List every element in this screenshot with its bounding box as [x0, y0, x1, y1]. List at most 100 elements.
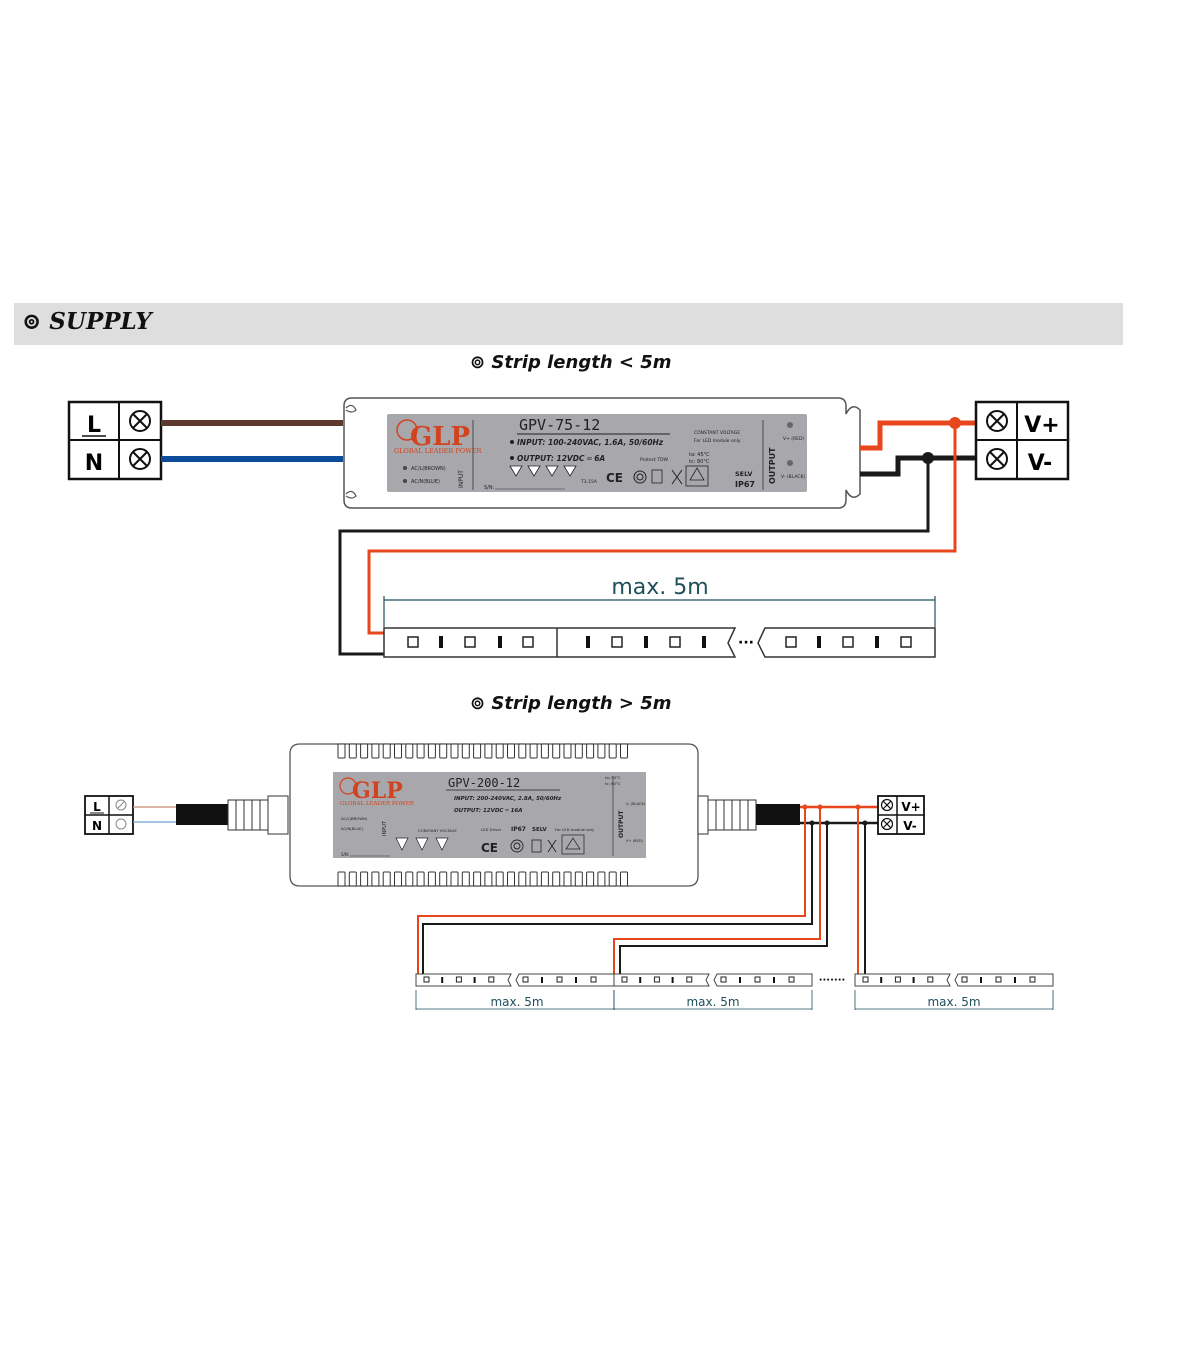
input-terminal-block-small: L N [84, 795, 134, 835]
psu-vminus-black: V- (BLACK) [781, 474, 805, 480]
psu-input-spec: INPUT: 100-240VAC, 1.6A, 50/60Hz [517, 438, 664, 447]
cable-sheath [756, 804, 800, 825]
led-chip-icon [407, 636, 419, 648]
section-title-text: SUPPLY [49, 308, 152, 335]
psu-input-label: INPUT [382, 820, 388, 836]
led-strip [415, 973, 615, 987]
terminal-label-l: L [93, 800, 101, 814]
resistor-icon [875, 636, 879, 648]
certification-icons [395, 837, 449, 851]
ce-mark-icon: CE [481, 841, 498, 855]
weee-bin-icon [671, 469, 683, 485]
led-chip-icon [464, 636, 476, 648]
shield-icon [651, 469, 663, 484]
input-terminal-block: L N [67, 400, 163, 481]
section-header-bar [14, 303, 1123, 345]
psu-ip: IP67 [735, 480, 755, 489]
cable-sheath [176, 804, 228, 825]
psu-vplus-red: V+ (RED) [626, 839, 644, 843]
globe-icon [339, 777, 357, 795]
psu-input-spec: INPUT: 200-240VAC, 2.8A, 50/60Hz [454, 796, 562, 802]
segment-length-label: max. 5m [927, 995, 980, 1009]
psu-output-spec: OUTPUT: 12VDC ═ 16A [454, 808, 523, 814]
psu-gpv-75-12: GLP GLOBAL LEADER POWER GPV-75-12 INPUT:… [343, 397, 861, 509]
globe-icon [396, 419, 418, 441]
terminal-label-n: N [92, 819, 102, 833]
psu-output-spec: OUTPUT: 12VDC ═ 6A [517, 454, 605, 463]
class-icon [510, 839, 524, 853]
psu-protect: Protect TDW [640, 457, 669, 463]
output-wires [417, 804, 878, 985]
psu-vminus-black: V- (BLACK) [626, 802, 646, 806]
segment-length-label: max. 5m [686, 995, 739, 1009]
certification-icons [509, 465, 577, 477]
psu-ac-l: AC/L(BROWN) [411, 466, 446, 472]
resistor-icon [644, 636, 648, 648]
psu-output-label: OUTPUT [618, 810, 625, 838]
psu-led-driver: LED Driver [481, 827, 502, 832]
resistor-icon [439, 636, 443, 648]
led-chip-icon [611, 636, 623, 648]
psu-ac-l: AC/L(BROWN) [341, 816, 368, 821]
target-icon: ⊚ [22, 308, 42, 335]
screw-terminal-icon [115, 818, 127, 830]
diagram1-heading: ⊚ Strip length < 5m [470, 352, 672, 373]
psu-vplus-red: V+ (RED) [783, 436, 804, 442]
screw-terminal-icon [986, 448, 1008, 470]
output-terminal-block-small: V+ V- [877, 795, 925, 835]
psu-sn: S/N: [484, 485, 495, 491]
output-wires [338, 417, 976, 656]
psu-selv: SELV [532, 827, 547, 833]
section-title: ⊚ SUPPLY [22, 308, 152, 335]
led-strip [613, 973, 813, 987]
terminal-label-l: L [87, 413, 101, 438]
terminal-label-vminus: V- [1028, 451, 1053, 476]
psu-ta: ta: 45°C [689, 452, 710, 458]
target-icon: ⊚ [470, 352, 486, 373]
psu-constant-voltage: CONSTANT VOLTAGE [694, 430, 740, 436]
psu-fuse: T3.15A [580, 479, 598, 485]
screw-terminal-icon [129, 448, 151, 470]
diagram1-heading-text: Strip length < 5m [491, 352, 672, 373]
psu-selv: SELV [735, 470, 752, 478]
warning-icon [561, 834, 585, 855]
psu-output-label: OUTPUT [768, 447, 777, 484]
led-strips: ······· [415, 973, 1054, 1010]
led-strip: ··· [383, 627, 936, 658]
psu-model: GPV-200-12 [448, 776, 520, 790]
led-chip-icon [522, 636, 534, 648]
weee-bin-icon [547, 839, 557, 853]
led-strip [854, 973, 1054, 987]
cable-gland-right [697, 795, 757, 835]
led-chip-icon [785, 636, 797, 648]
led-chip-icon [669, 636, 681, 648]
psu-input-label: INPUT [458, 470, 465, 488]
psu-led-only: For LED module only [694, 438, 741, 444]
terminal-label-n: N [85, 451, 103, 476]
terminal-label-vplus: V+ [1024, 413, 1059, 438]
screw-terminal-icon [880, 817, 894, 831]
psu-brand-sub: GLOBAL LEADER POWER [340, 801, 415, 807]
screw-terminal-icon [115, 799, 127, 811]
psu-ac-n: AC/N(BLUE) [341, 826, 363, 831]
class-icon [633, 470, 647, 484]
length-label: max. 5m [611, 575, 708, 600]
resistor-icon [498, 636, 502, 648]
shield-icon [531, 839, 542, 853]
output-terminal-block: V+ V- [974, 400, 1070, 481]
psu-model: GPV-75-12 [519, 416, 600, 434]
target-icon: ⊚ [470, 693, 486, 714]
psu-ip: IP67 [511, 826, 526, 833]
resistor-icon [702, 636, 706, 648]
continuation-dots: ··· [738, 635, 754, 651]
screw-terminal-icon [880, 798, 894, 812]
continuation-dots: ······· [819, 975, 846, 986]
led-chip-icon [842, 636, 854, 648]
diagram2-heading-text: Strip length > 5m [491, 693, 672, 714]
resistor-icon [817, 636, 821, 648]
ce-mark-icon: CE [606, 471, 623, 485]
cable-gland-left [227, 795, 289, 835]
psu-tc: tc: 80°C [689, 459, 710, 465]
terminal-label-vminus: V- [903, 819, 916, 833]
